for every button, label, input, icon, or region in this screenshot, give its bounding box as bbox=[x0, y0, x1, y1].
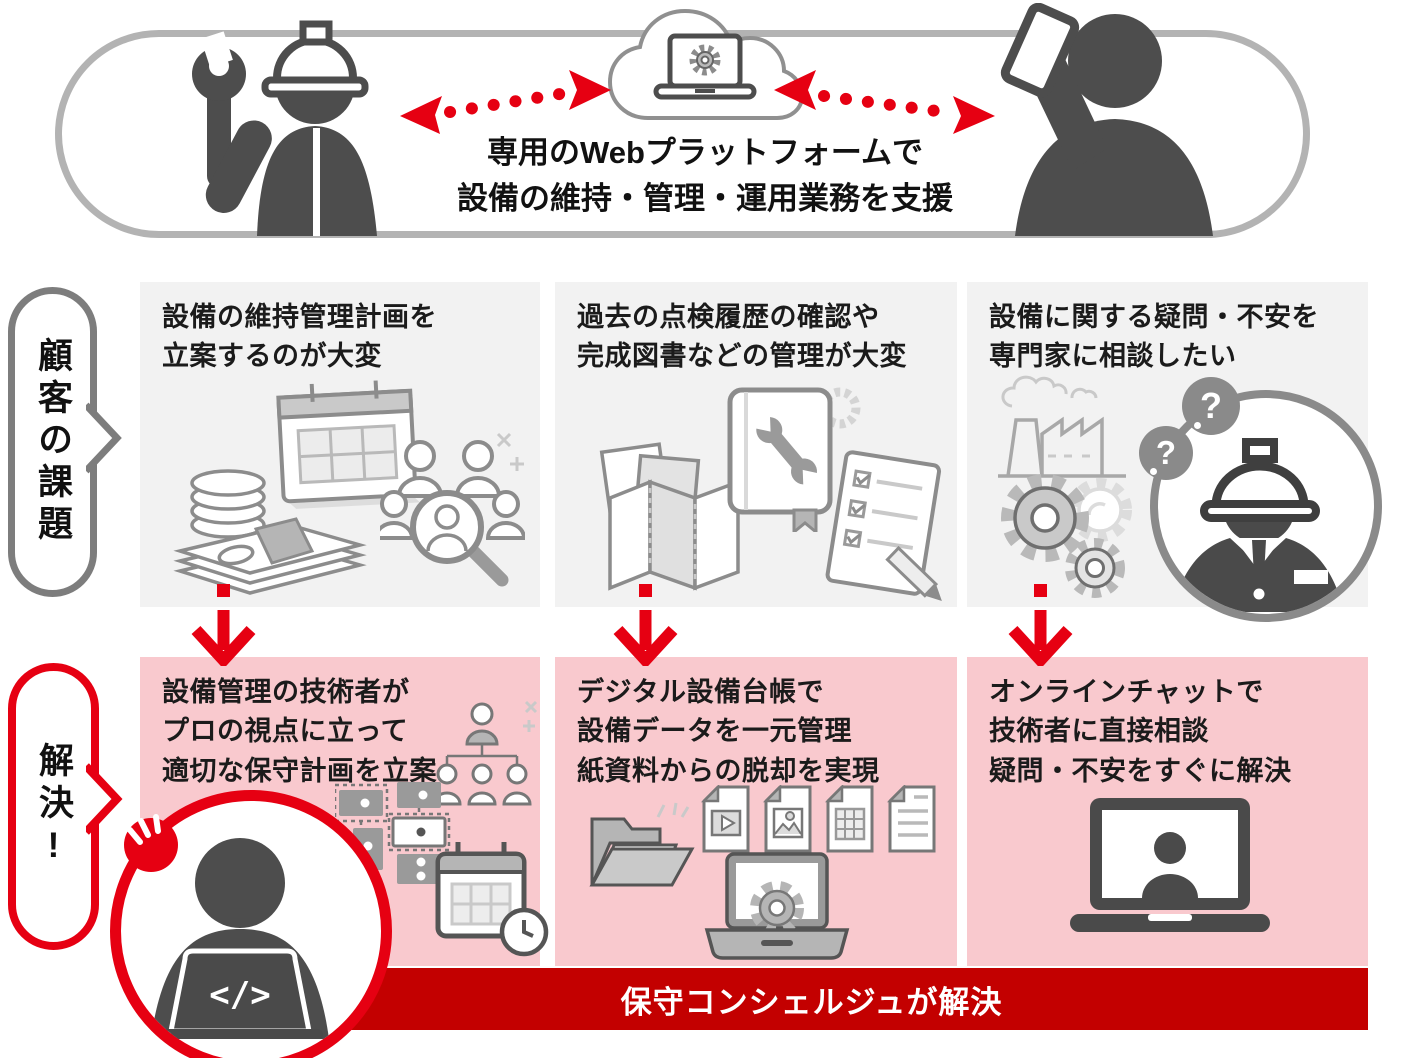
down-arrow-icon bbox=[610, 584, 680, 666]
challenge-2-text: 過去の点検履歴の確認や 完成図書などの管理が大変 bbox=[577, 302, 907, 372]
wrench-icon bbox=[748, 408, 826, 493]
solution-panel-3: オンラインチャットで 技術者に直接相談 疑問・不安をすぐに解決 bbox=[967, 657, 1368, 966]
manual-book-icon bbox=[722, 382, 862, 532]
image-file-icon bbox=[762, 785, 814, 853]
phone-user-icon bbox=[1000, 3, 1213, 236]
folder-icon bbox=[580, 795, 700, 897]
down-arrow-icon bbox=[1005, 584, 1075, 666]
solution-banner: 保守コンシェルジュが解決 bbox=[255, 968, 1368, 1030]
people-search-icon bbox=[380, 432, 525, 600]
solution-bubble-label: 解決! bbox=[34, 741, 73, 872]
solution-banner-text: 保守コンシェルジュが解決 bbox=[620, 984, 1003, 1020]
challenge-bubble-label: 顧客の課題 bbox=[33, 337, 72, 547]
challenge-bubble: 顧客の課題 bbox=[8, 287, 97, 597]
phone-user-icon bbox=[955, 3, 1245, 236]
text-file-icon bbox=[886, 785, 938, 853]
dotted-arrow-left bbox=[398, 68, 613, 138]
solution-bubble: 解決! bbox=[8, 663, 99, 950]
pencil-icon bbox=[885, 545, 942, 602]
spreadsheet-file-icon bbox=[824, 785, 876, 853]
dotted-arrow-right bbox=[772, 68, 997, 138]
worker-icon bbox=[165, 8, 415, 236]
laptop-gear-icon bbox=[695, 852, 860, 962]
concierge-coder-icon: </> bbox=[151, 838, 329, 1039]
folded-map-icon bbox=[600, 468, 750, 596]
caption-line-1: 専用のWebプラットフォームで bbox=[487, 135, 923, 170]
bookmark-ribbon bbox=[792, 508, 818, 532]
solution-2-text: デジタル設備台帳で 設備データを一元管理 紙資料からの脱却を実現 bbox=[577, 677, 880, 786]
gear-outline-icon bbox=[819, 387, 861, 429]
video-call-laptop-icon bbox=[1070, 798, 1270, 948]
challenge-1-text: 設備の維持管理計画を 立案するのが大変 bbox=[162, 302, 437, 372]
caption-line-2: 設備の維持・管理・運用業務を支援 bbox=[457, 180, 953, 216]
worker-icon bbox=[192, 20, 377, 236]
challenge-3-text: 設備に関する疑問・不安を 専門家に相談したい bbox=[989, 302, 1319, 372]
challenge-bubble-pointer bbox=[86, 402, 126, 474]
money-icon bbox=[170, 455, 370, 605]
platform-caption: 専用のWebプラットフォームで 設備の維持・管理・運用業務を支援 bbox=[380, 130, 1030, 222]
solution-3-text: オンラインチャットで 技術者に直接相談 疑問・不安をすぐに解決 bbox=[989, 677, 1292, 786]
question-bubble-icon: ? bbox=[1182, 377, 1240, 435]
gear-icon bbox=[689, 44, 721, 76]
solution-bubble-pointer bbox=[86, 763, 126, 835]
solution-1-text: 設備管理の技術者が プロの視点に立って 適切な保守計画を立案 bbox=[162, 677, 437, 786]
highlight-badge-icon bbox=[120, 814, 182, 876]
gears-icon bbox=[995, 470, 1135, 605]
calendar-clock-icon bbox=[430, 840, 550, 958]
code-symbol: </> bbox=[209, 975, 270, 1015]
engineer-avatar bbox=[1150, 390, 1382, 622]
checklist-icon bbox=[818, 448, 953, 608]
cloud-icon bbox=[607, 8, 805, 120]
down-arrow-icon bbox=[188, 584, 258, 666]
video-file-icon bbox=[700, 785, 752, 853]
factory-icon bbox=[990, 368, 1135, 483]
question-bubble-icon: ? bbox=[1139, 426, 1193, 480]
cloud-platform-icon bbox=[600, 0, 810, 125]
